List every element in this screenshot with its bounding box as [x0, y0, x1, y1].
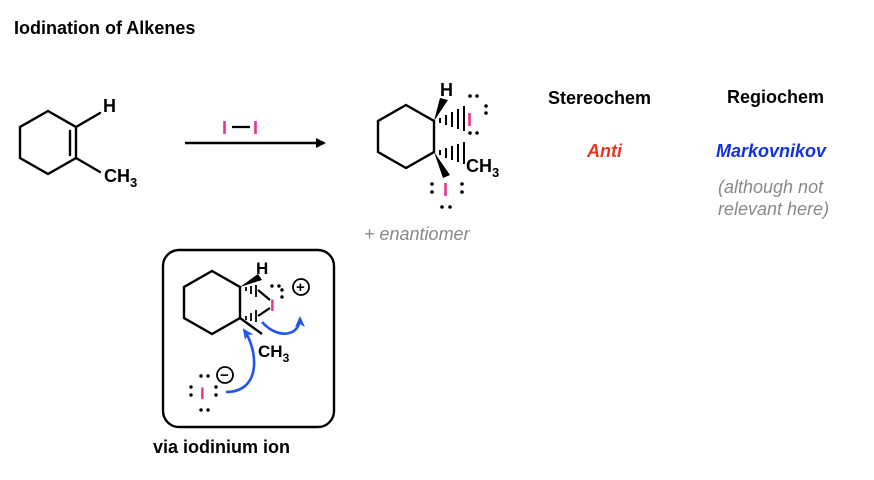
iodide-minus-charge — [216, 366, 234, 384]
iodinium-bond-ch3 — [239, 317, 263, 335]
reagent-iodine-left: I — [222, 118, 227, 138]
starting-alkene — [18, 109, 102, 176]
reagent-iodine-right: I — [253, 118, 258, 138]
product-hash-ch3 — [439, 142, 465, 164]
product-lone-pairs-top — [468, 94, 488, 135]
stereochem-header: Stereochem — [548, 88, 652, 108]
iodinium-wedge-h — [240, 274, 262, 287]
regiochem-value: Markovnikov — [716, 141, 827, 161]
iodinium-bond-bottom — [257, 307, 271, 317]
regiochem-header: Regiochem — [727, 87, 825, 107]
product-ring — [376, 103, 436, 170]
alkene-h-label: H — [103, 96, 116, 116]
product-wedge-h — [434, 98, 448, 121]
regiochem-note: (although not relevant here) — [718, 176, 829, 220]
iodide-iodine: I — [200, 384, 205, 403]
product-iodine-top: I — [467, 110, 472, 130]
stereochem-value: Anti — [587, 141, 622, 161]
page-title: Iodination of Alkenes — [14, 18, 196, 38]
plus-enantiomer-label: + enantiomer — [364, 224, 470, 244]
alkene-ch3-label: CH3 — [104, 166, 137, 190]
iodinium-h-label: H — [256, 259, 268, 278]
iodinium-bond-top — [257, 289, 271, 301]
product-ch3-label: CH3 — [466, 156, 499, 180]
product-hash-i — [439, 106, 465, 131]
iodinium-plus-sign: + — [296, 279, 305, 296]
electron-arrow-open — [261, 316, 305, 335]
iodinium-lone-pair — [270, 284, 284, 299]
regiochem-note-line2: relevant here) — [718, 199, 830, 219]
iodinium-hash-bonds — [245, 285, 257, 322]
iodide-lone-pairs — [189, 374, 218, 412]
iodinium-iodine: I — [270, 296, 275, 315]
product-lone-pairs-bottom — [430, 182, 464, 209]
product-wedge-i — [434, 152, 450, 178]
mechanism-caption: via iodinium ion — [153, 437, 291, 457]
electron-arrow-attack — [225, 328, 256, 394]
mechanism-box — [161, 248, 336, 429]
iodinium-plus-charge — [292, 278, 310, 296]
product-iodine-bottom: I — [443, 180, 448, 200]
iodide-minus-sign: − — [220, 367, 229, 384]
iodinium-ring — [182, 269, 242, 336]
product-h-label: H — [440, 80, 453, 100]
iodinium-ch3-label: CH3 — [258, 342, 290, 365]
regiochem-note-line1: (although not — [718, 177, 824, 197]
